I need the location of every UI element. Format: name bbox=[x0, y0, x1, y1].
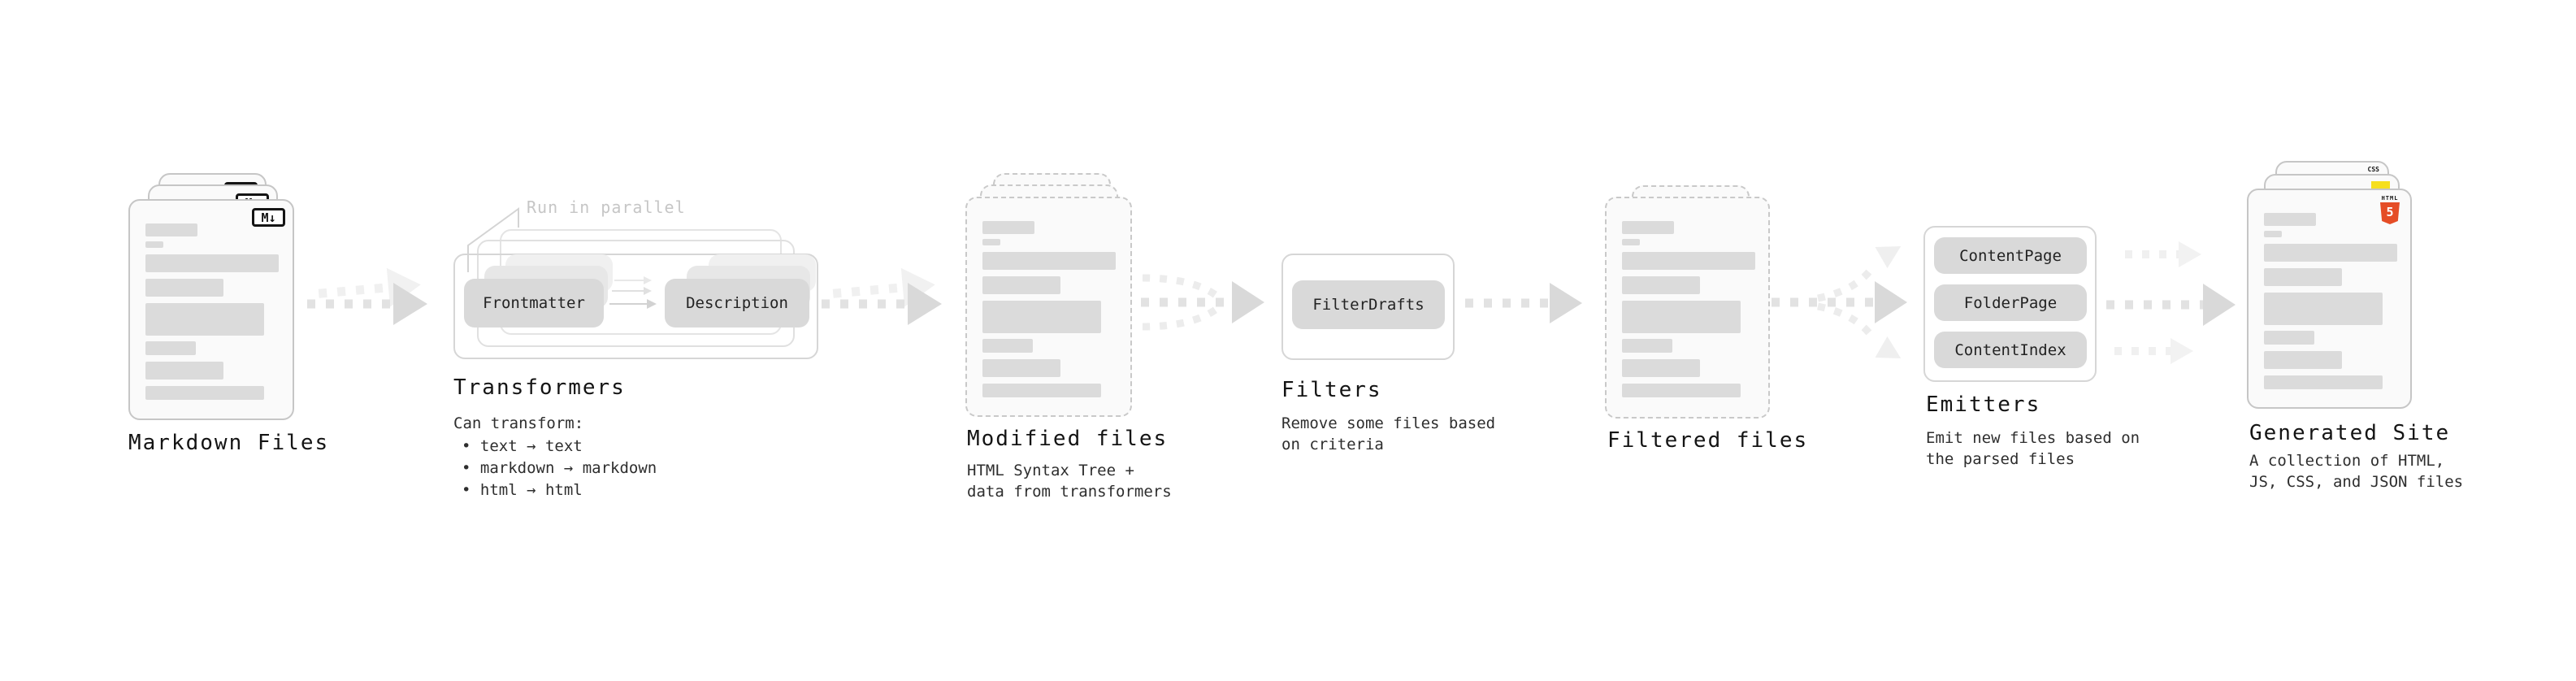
placeholder-line bbox=[1622, 252, 1755, 270]
placeholder-line bbox=[145, 303, 264, 336]
emitters-desc-line: the parsed files bbox=[1926, 450, 2075, 468]
placeholder-line bbox=[145, 241, 163, 248]
frontmatter-pill: Frontmatter bbox=[464, 279, 604, 327]
placeholder-line bbox=[1622, 339, 1672, 353]
filtered-file-card-front bbox=[1605, 197, 1770, 419]
filterdrafts-pill: FilterDrafts bbox=[1292, 280, 1445, 329]
js-badge-icon bbox=[2371, 181, 2390, 190]
markdown-logo-icon: M↓ bbox=[252, 208, 285, 227]
html5-logo-shield: 5 bbox=[2380, 202, 2400, 224]
placeholder-line bbox=[982, 384, 1101, 397]
placeholder-line bbox=[982, 301, 1101, 333]
filters-desc-line: on criteria bbox=[1281, 436, 1384, 453]
placeholder-line bbox=[145, 341, 196, 355]
placeholder-line bbox=[982, 252, 1116, 270]
generated-desc-line: JS, CSS, and JSON files bbox=[2249, 473, 2464, 491]
placeholder-line bbox=[1622, 221, 1674, 234]
placeholder-line bbox=[2264, 331, 2314, 345]
flow-arrow-icon bbox=[822, 268, 942, 325]
transformer-box-front bbox=[453, 254, 818, 359]
flow-arrow-icon bbox=[1465, 283, 1582, 323]
generated-file-card-front: HTML 5 bbox=[2247, 189, 2412, 409]
placeholder-line bbox=[2264, 375, 2383, 389]
run-in-parallel-note: Run in parallel bbox=[527, 197, 686, 217]
stage-label-filters: Filters bbox=[1281, 378, 1382, 402]
placeholder-line bbox=[1622, 384, 1741, 397]
placeholder-line bbox=[145, 279, 223, 297]
transformers-desc: Can transform: bbox=[453, 414, 584, 432]
transformers-bullet: • markdown → markdown bbox=[462, 459, 657, 477]
placeholder-line bbox=[2264, 351, 2342, 369]
flow-arrow-icon bbox=[307, 268, 427, 325]
modified-desc-line: data from transformers bbox=[967, 483, 1172, 501]
emitters-box bbox=[1923, 226, 2097, 382]
contentindex-pill: ContentIndex bbox=[1934, 332, 2087, 368]
description-pill: Description bbox=[665, 279, 809, 327]
placeholder-line bbox=[145, 254, 279, 272]
stage-label-emitters: Emitters bbox=[1926, 393, 2041, 417]
transformers-bullet: • text → text bbox=[462, 437, 583, 455]
emitters-desc-line: Emit new files based on bbox=[1926, 429, 2140, 447]
folderpage-pill: FolderPage bbox=[1934, 284, 2087, 321]
placeholder-line bbox=[1622, 276, 1700, 294]
stage-label-modified-files: Modified files bbox=[967, 427, 1169, 451]
modified-desc-line: HTML Syntax Tree + bbox=[967, 462, 1134, 479]
markdown-file-card-front: M↓ bbox=[128, 199, 294, 420]
placeholder-line bbox=[145, 223, 197, 236]
generated-desc-line: A collection of HTML, bbox=[2249, 452, 2445, 470]
placeholder-line bbox=[2264, 244, 2397, 262]
placeholder-line bbox=[2264, 231, 2282, 237]
placeholder-line bbox=[145, 362, 223, 380]
placeholder-line bbox=[982, 239, 1000, 245]
placeholder-line bbox=[1622, 301, 1741, 333]
modified-file-card-front bbox=[965, 197, 1132, 417]
parallel-arrows-icon bbox=[609, 276, 657, 309]
html5-logo-word: HTML bbox=[2381, 195, 2399, 202]
triple-arrow-icon bbox=[2106, 241, 2236, 364]
contentpage-pill: ContentPage bbox=[1934, 237, 2087, 274]
stage-label-generated-site: Generated Site bbox=[2249, 421, 2451, 445]
filters-box bbox=[1281, 254, 1455, 360]
placeholder-line bbox=[1622, 359, 1700, 377]
stage-label-filtered-files: Filtered files bbox=[1607, 428, 1809, 453]
placeholder-line bbox=[982, 339, 1033, 353]
placeholder-line bbox=[2264, 213, 2316, 226]
callout-line bbox=[467, 207, 519, 272]
placeholder-line bbox=[2264, 268, 2342, 286]
placeholder-line bbox=[982, 276, 1060, 294]
filters-desc-line: Remove some files based bbox=[1281, 414, 1496, 432]
stage-label-transformers: Transformers bbox=[453, 375, 626, 400]
placeholder-line bbox=[2264, 293, 2383, 325]
html5-logo-icon: HTML 5 bbox=[2379, 195, 2400, 224]
placeholder-line bbox=[982, 221, 1034, 234]
placeholder-line bbox=[145, 386, 264, 400]
merge-arrow-icon bbox=[1141, 274, 1264, 331]
transformers-bullet: • html → html bbox=[462, 481, 583, 499]
placeholder-line bbox=[1622, 239, 1640, 245]
placeholder-line bbox=[982, 359, 1060, 377]
stage-label-markdown-files: Markdown Files bbox=[128, 431, 330, 455]
split-arrow-icon bbox=[1772, 246, 1907, 358]
